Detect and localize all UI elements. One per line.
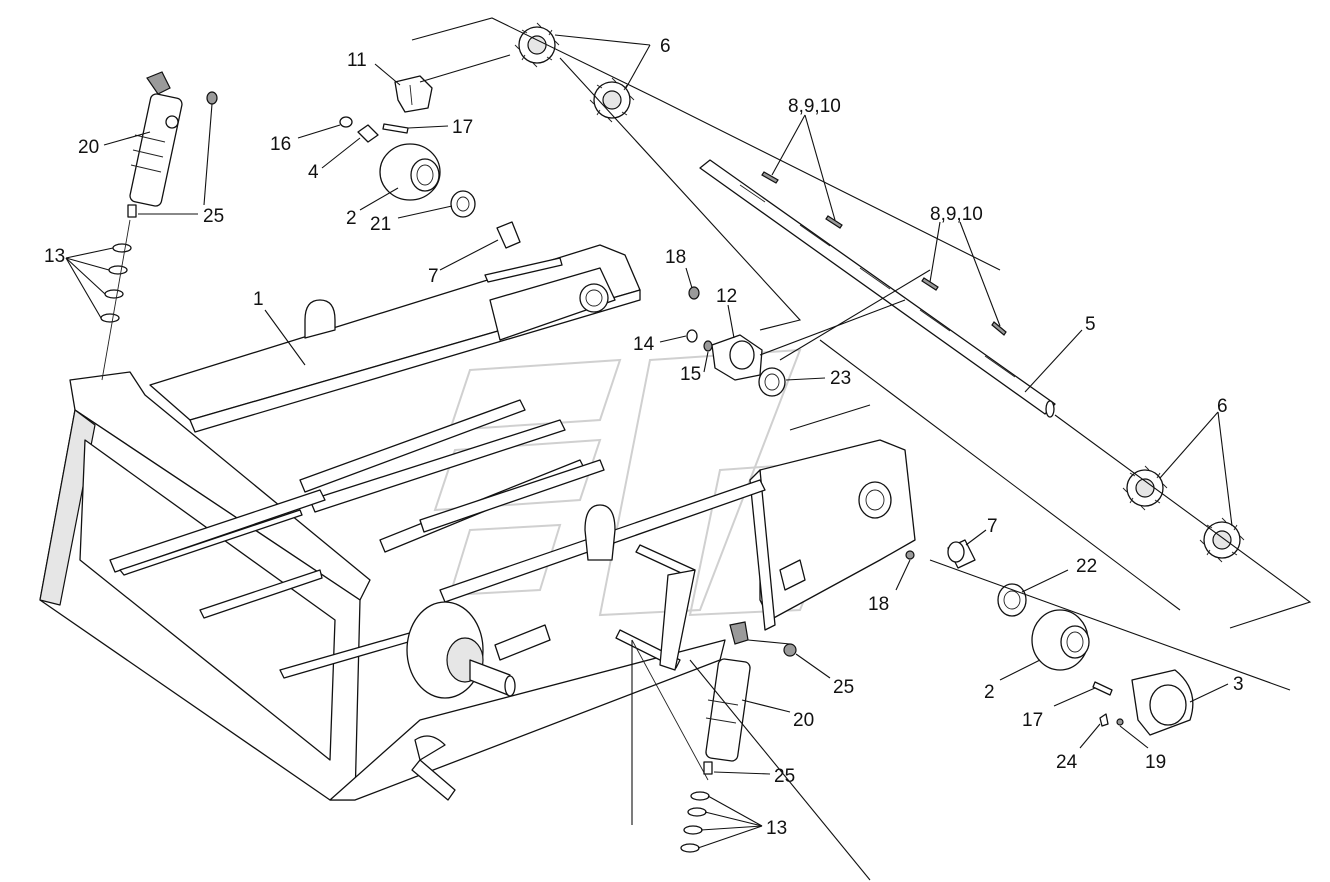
part-5-shaft — [699, 159, 1056, 418]
label-23: 23 — [830, 368, 851, 389]
part-25-upper-nut — [206, 91, 218, 105]
part-17-upper-bolt — [382, 123, 409, 134]
part-22-bearing — [997, 583, 1027, 617]
label-1: 1 — [253, 289, 264, 310]
label-20-lower: 20 — [793, 710, 814, 731]
label-14: 14 — [633, 334, 655, 355]
label-25-lower: 25 — [774, 766, 795, 787]
label-8-9-10-lower: 8,9,10 — [930, 204, 983, 225]
label-6-lower: 6 — [1217, 396, 1228, 417]
part-20-lower-cylinder — [703, 621, 751, 775]
label-25-upper: 25 — [203, 206, 224, 227]
label-13-lower: 13 — [766, 818, 787, 839]
label-19: 19 — [1145, 752, 1166, 773]
label-5: 5 — [1085, 314, 1096, 335]
label-7-lower: 7 — [987, 516, 998, 537]
part-24-pin — [1099, 713, 1109, 727]
part-13-lower-washers — [631, 639, 710, 853]
part-2-lower-flange — [1031, 609, 1090, 671]
part-11-bracket — [394, 75, 433, 113]
label-17-upper: 17 — [452, 117, 473, 138]
part-17-lower-bolt — [1092, 681, 1113, 696]
part-8-9-10-keys — [761, 171, 1007, 336]
part-16-bolt-head — [339, 116, 353, 128]
label-16: 16 — [270, 134, 291, 155]
part-19-nut — [1116, 718, 1124, 726]
label-25-lower-right: 25 — [833, 677, 854, 698]
leader-lines — [65, 17, 1312, 881]
callout-labels: 6 11 8,9,10 20 17 16 4 2 25 8,9,10 21 13… — [44, 36, 1244, 839]
label-13-upper: 13 — [44, 246, 65, 267]
label-18-upper: 18 — [665, 247, 686, 268]
part-2-upper-flange — [379, 143, 441, 201]
label-3: 3 — [1233, 674, 1244, 695]
label-4: 4 — [308, 162, 319, 183]
part-15-washer — [703, 340, 713, 352]
frame-body — [39, 244, 916, 801]
part-21-bearing — [450, 190, 476, 218]
label-8-9-10-upper: 8,9,10 — [788, 96, 841, 117]
label-20-upper: 20 — [78, 137, 99, 158]
part-7-lower-sleeve — [947, 539, 976, 569]
part-7-upper-sleeve — [496, 221, 521, 249]
label-7-upper: 7 — [428, 266, 439, 287]
part-20-upper-cylinder — [127, 71, 183, 218]
part-4-plate — [357, 124, 379, 143]
label-12: 12 — [716, 286, 737, 307]
part-18-upper-nut — [688, 286, 700, 300]
label-24: 24 — [1056, 752, 1078, 773]
part-3-housing — [1131, 669, 1194, 736]
label-11: 11 — [347, 50, 367, 71]
label-2-upper: 2 — [346, 208, 357, 229]
label-17-lower: 17 — [1022, 710, 1043, 731]
label-15: 15 — [680, 364, 701, 385]
label-18-lower: 18 — [868, 594, 889, 615]
label-22: 22 — [1076, 556, 1097, 577]
part-23-bearing — [758, 367, 786, 397]
part-25-lower-nut — [783, 643, 797, 657]
part-14-bolt — [686, 329, 698, 343]
label-2-lower: 2 — [984, 682, 995, 703]
part-13-upper-washers — [100, 219, 132, 381]
label-21: 21 — [370, 214, 391, 235]
label-6-upper: 6 — [660, 36, 671, 57]
part-12-flange — [711, 334, 763, 381]
